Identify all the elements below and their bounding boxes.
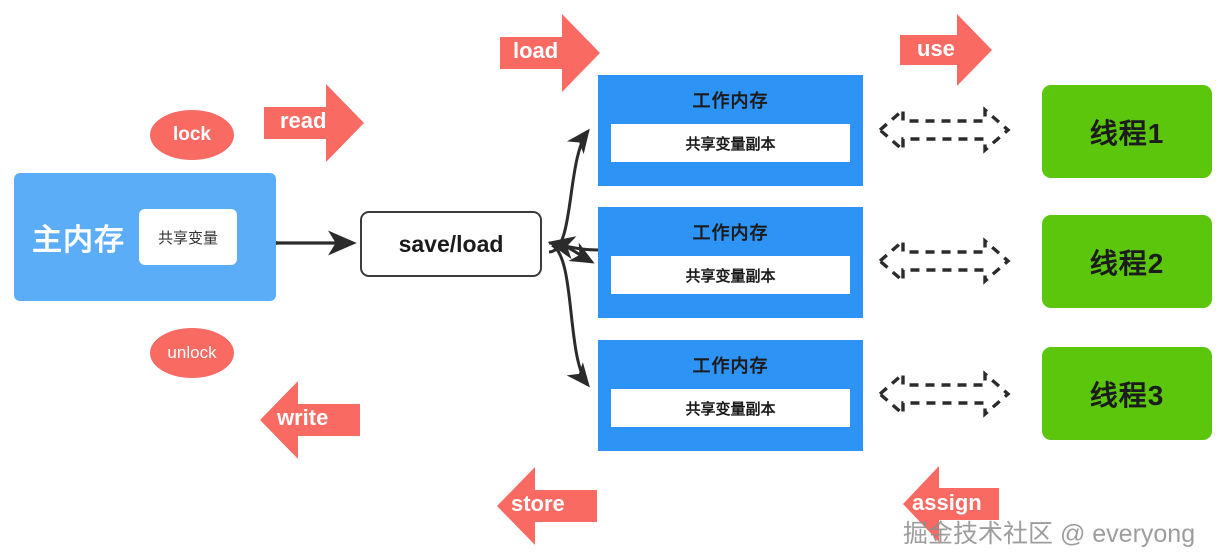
work-memory-box-3: 工作内存 共享变量副本 (598, 340, 863, 451)
assign-arrow-icon (903, 466, 999, 542)
operation-arrow-load: load (500, 14, 600, 92)
operation-arrow-store: store (497, 467, 597, 545)
work-memory-copy: 共享变量副本 (611, 256, 850, 294)
read-arrow-icon (264, 84, 364, 162)
store-arrow-icon (497, 467, 597, 545)
main-memory-label: 主内存 (32, 224, 125, 257)
operation-arrow-write: write (260, 381, 360, 459)
lock-ellipse: lock (150, 110, 234, 160)
watermark-text: 掘金技术社区 @ everyong (903, 520, 1196, 548)
work-memory-box-2: 工作内存 共享变量副本 (598, 207, 863, 318)
write-arrow-icon (260, 381, 360, 459)
use-arrow-icon (900, 14, 992, 86)
thread-box-1: 线程1 (1042, 85, 1212, 178)
work-memory-copy: 共享变量副本 (611, 389, 850, 427)
load-arrow-icon (500, 14, 600, 92)
operation-arrow-read: read (264, 84, 364, 162)
thread-box-2: 线程2 (1042, 215, 1212, 308)
thread-box-3: 线程3 (1042, 347, 1212, 440)
operation-arrow-use: use (900, 14, 992, 86)
unlock-ellipse: unlock (150, 328, 234, 378)
work-memory-title: 工作内存 (692, 223, 769, 243)
work-memory-box-1: 工作内存 共享变量副本 (598, 75, 863, 186)
work-memory-title: 工作内存 (692, 356, 769, 376)
save-load-box: save/load (360, 211, 542, 277)
work-memory-title: 工作内存 (692, 91, 769, 111)
work-memory-copy: 共享变量副本 (611, 124, 850, 162)
shared-variable-box: 共享变量 (139, 209, 237, 265)
main-memory-box: 主内存 共享变量 (14, 173, 276, 301)
